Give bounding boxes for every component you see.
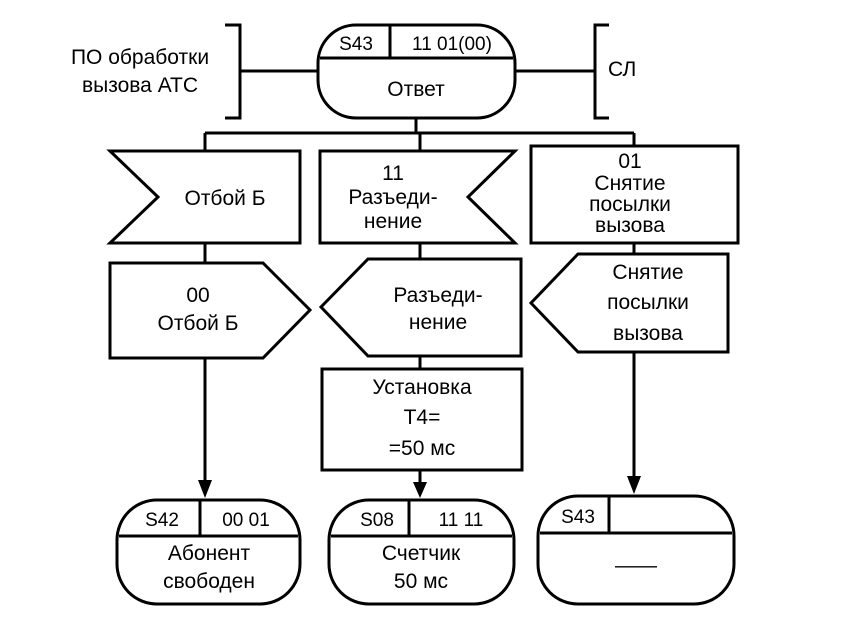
input-signal-snyatie: 01 Снятие посылки вызова [529, 144, 740, 245]
output-signal-otboy: 00 Отбой Б [108, 261, 313, 360]
output-signal-line1: Снятие [612, 261, 683, 284]
input-signal-line1: Разъеди- [348, 186, 437, 209]
state-id: S08 [360, 510, 394, 531]
left-context-line1: ПО обработки [71, 46, 209, 69]
state-s42: S42 00 01 Абонент свободен [115, 498, 302, 606]
input-signal-razedinenie: 11 Разъеди- нение [318, 149, 519, 245]
state-outline [115, 498, 302, 606]
input-signal-label: Отбой Б [184, 187, 265, 210]
state-top-name: Ответ [387, 78, 445, 101]
left-context-line2: вызова АТС [82, 74, 198, 97]
distribution-bus [203, 118, 636, 151]
right-bracket [593, 23, 609, 120]
output-signal-line3: вызова [613, 322, 683, 345]
output-signal-shape [318, 257, 523, 358]
output-signal-line1: Разъеди- [393, 284, 482, 307]
arrow-head [627, 476, 641, 494]
output-signal-label: Отбой Б [157, 312, 238, 335]
input-signal-line3: вызова [595, 214, 665, 237]
output-signal-shape [528, 252, 730, 354]
state-line2: 50 мс [394, 570, 448, 593]
input-signal-otboy: Отбой Б [106, 149, 302, 245]
state-s43-return: S43 —— [536, 494, 736, 606]
state-line1: Абонент [168, 542, 251, 565]
left-bracket [225, 23, 242, 120]
state-id: S42 [145, 510, 179, 531]
right-context: СЛ [515, 23, 636, 120]
state-line1: Счетчик [382, 542, 461, 565]
output-signal-snyatie: Снятие посылки вызова [528, 252, 730, 354]
output-signal-razedinenie: Разъеди- нение [318, 257, 523, 358]
output-signal-line2: нение [409, 311, 467, 334]
right-context-label: СЛ [608, 58, 636, 81]
state-top-id: S43 [339, 34, 373, 55]
state-s08: S08 11 11 Счетчик 50 мс [327, 498, 516, 606]
arrow-head [413, 482, 427, 498]
state-code: 00 01 [222, 510, 270, 531]
input-signal-shape [318, 149, 519, 245]
state-code: 11 11 [439, 510, 484, 531]
output-signal-code: 00 [186, 284, 209, 307]
state-top-code: 11 01(00) [412, 34, 492, 55]
input-signal-line2: нение [364, 210, 422, 233]
task-line2: Т4= [404, 406, 441, 429]
left-context: ПО обработки вызова АТС [71, 23, 318, 120]
state-line1: —— [615, 554, 657, 577]
task-set-timer: Установка Т4= =50 мс [320, 367, 524, 472]
arrow-head [198, 480, 212, 498]
output-signal-line2: посылки [607, 291, 689, 314]
input-signal-code: 11 [382, 162, 404, 185]
input-signal-line1: Снятие [594, 172, 665, 195]
input-signal-code: 01 [618, 150, 641, 173]
output-signal-shape [108, 261, 313, 360]
state-line2: свободен [163, 570, 255, 593]
flow-arrows [198, 352, 641, 498]
state-outline [327, 498, 516, 606]
input-signal-line2: посылки [589, 193, 671, 216]
task-line3: =50 мс [389, 437, 455, 460]
state-outline [536, 494, 736, 606]
task-shape [320, 367, 524, 472]
state-id: S43 [561, 507, 595, 528]
state-top: S43 11 01(00) Ответ [316, 23, 517, 120]
task-line1: Установка [372, 376, 472, 399]
input-signal-shape [529, 144, 740, 245]
